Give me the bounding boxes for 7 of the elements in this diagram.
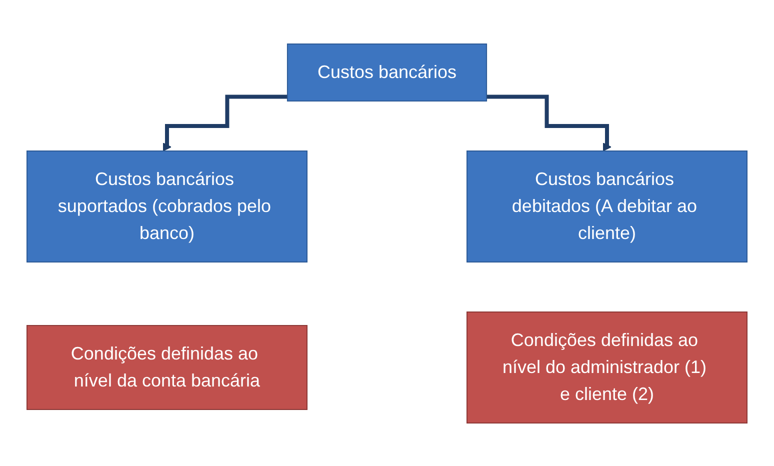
node-box: Custos bancários debitados (A debitar ao cliente) bbox=[466, 150, 748, 262]
node-box: Custos bancários suportados (cobrados pelo banco) bbox=[26, 150, 308, 262]
node-box: Condições definidas ao nível da conta bancária bbox=[26, 324, 308, 410]
node-box: Custos bancários bbox=[286, 43, 488, 101]
node-box: Condições definidas ao nível do administrador (1) e cliente (2) bbox=[466, 311, 748, 423]
arrow bbox=[162, 94, 288, 151]
arrow bbox=[486, 94, 612, 151]
